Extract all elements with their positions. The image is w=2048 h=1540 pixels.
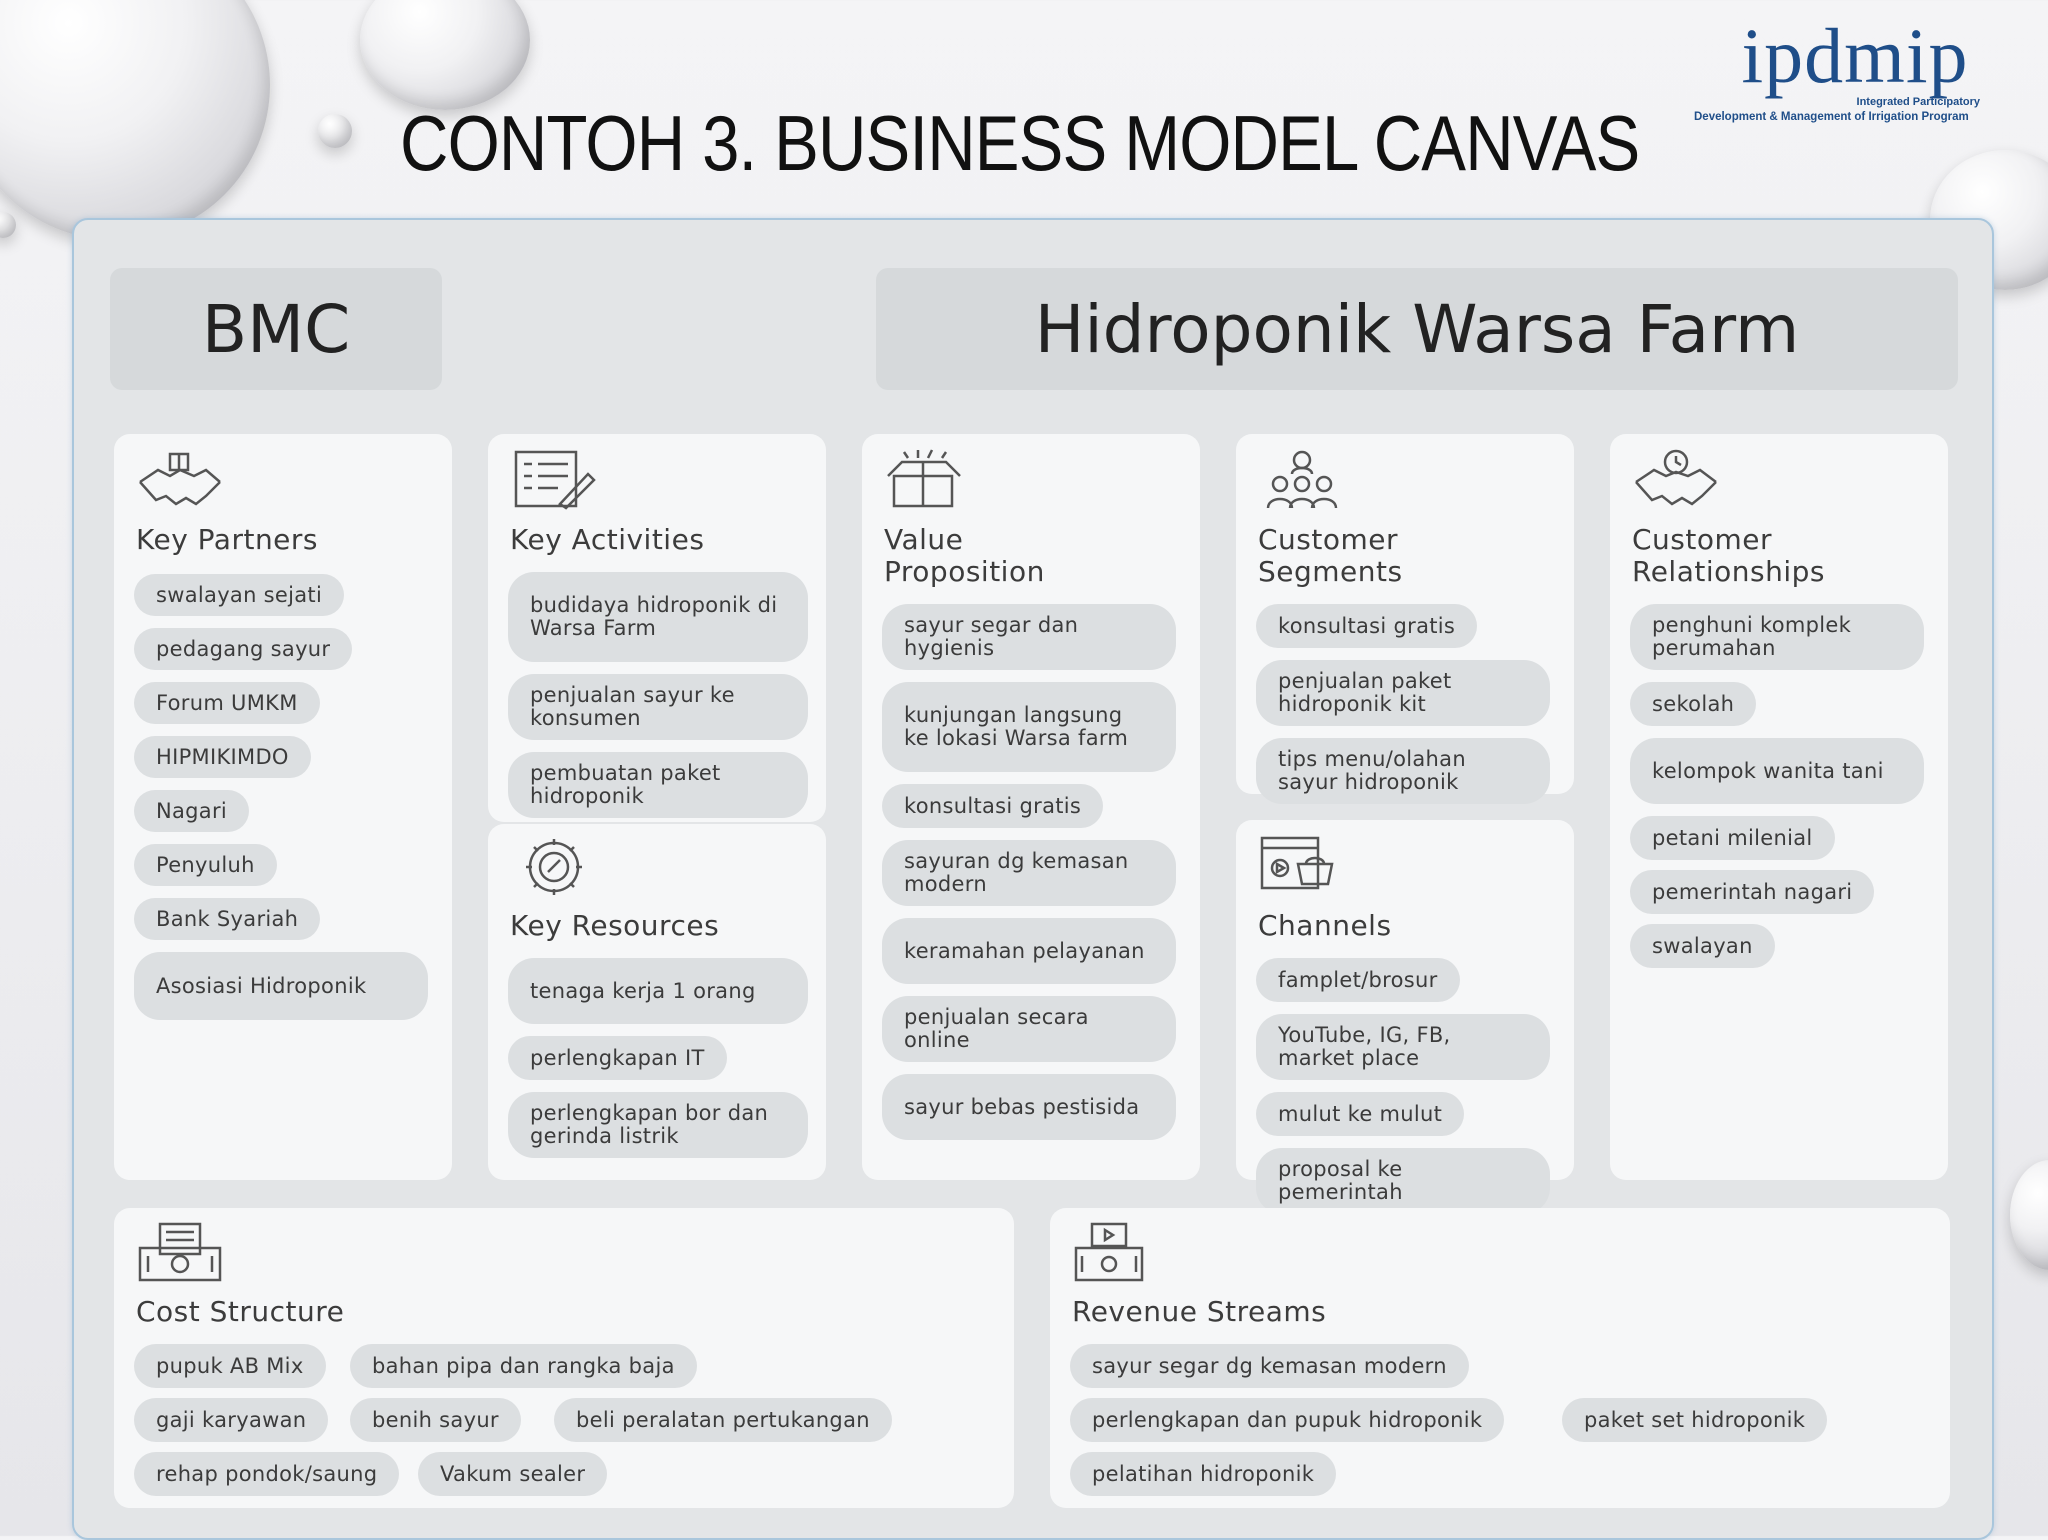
logo-tagline-2: Development & Management of Irrigation P… bbox=[1694, 111, 1969, 123]
business-model-canvas: BMC Hidroponik Warsa Farm Key Partners s… bbox=[72, 218, 1994, 1540]
cost-structure-title: Cost Structure bbox=[136, 1295, 345, 1328]
cost-structure-block: Cost Structure pupuk AB Mix bahan pipa d… bbox=[114, 1208, 1014, 1508]
channel-item: YouTube, IG, FB, market place bbox=[1256, 1014, 1550, 1080]
key-partner-item: swalayan sejati bbox=[134, 574, 345, 616]
key-resources-title: Key Resources bbox=[510, 909, 720, 942]
value-proposition-item: konsultasi gratis bbox=[882, 784, 1104, 828]
people-icon bbox=[1258, 448, 1346, 510]
value-proposition-block: Value Proposition sayur segar dan hygien… bbox=[862, 434, 1200, 1180]
key-partner-item: Nagari bbox=[134, 790, 250, 832]
logo-wordmark: ipdmip bbox=[1741, 12, 1969, 99]
key-partner-item: Forum UMKM bbox=[134, 682, 320, 724]
business-name: Hidroponik Warsa Farm bbox=[876, 268, 1958, 390]
cash-register-icon bbox=[1072, 1222, 1160, 1284]
key-resources-block: Key Resources tenaga kerja 1 orang perle… bbox=[488, 824, 826, 1180]
customer-relationship-item: swalayan bbox=[1630, 924, 1775, 968]
cost-item: Vakum sealer bbox=[418, 1452, 608, 1496]
logo-tagline-1: Integrated Participatory bbox=[1856, 96, 1980, 108]
ipdmip-logo: ipdmip Integrated Participatory Developm… bbox=[1690, 14, 2020, 124]
gift-box-icon bbox=[884, 448, 972, 510]
cost-item: rehap pondok/saung bbox=[134, 1452, 400, 1496]
gear-icon bbox=[510, 836, 598, 898]
customer-segment-item: tips menu/olahan sayur hidroponik bbox=[1256, 738, 1550, 804]
value-proposition-item: keramahan pelayanan bbox=[882, 918, 1176, 984]
bmc-label: BMC bbox=[110, 268, 442, 390]
revenue-item: pelatihan hidroponik bbox=[1070, 1452, 1337, 1496]
key-partners-title: Key Partners bbox=[136, 523, 319, 556]
revenue-streams-title: Revenue Streams bbox=[1072, 1295, 1327, 1328]
value-proposition-item: sayur segar dan hygienis bbox=[882, 604, 1176, 670]
key-activities-block: Key Activities budidaya hidroponik di Wa… bbox=[488, 434, 826, 822]
water-drop-decoration bbox=[0, 212, 16, 238]
cost-item: beli peralatan pertukangan bbox=[554, 1398, 892, 1442]
handshake-icon bbox=[136, 452, 224, 514]
checklist-icon bbox=[510, 448, 598, 510]
key-partner-item: Asosiasi Hidroponik bbox=[134, 952, 428, 1020]
customer-segment-item: konsultasi gratis bbox=[1256, 604, 1478, 648]
water-drop-decoration bbox=[318, 114, 352, 148]
customer-relationship-item: sekolah bbox=[1630, 682, 1757, 726]
key-activities-title: Key Activities bbox=[510, 523, 705, 556]
cost-item: bahan pipa dan rangka baja bbox=[350, 1344, 697, 1388]
key-partner-item: Bank Syariah bbox=[134, 898, 321, 940]
key-activity-item: budidaya hidroponik di Warsa Farm bbox=[508, 572, 808, 662]
customer-relationship-item: pemerintah nagari bbox=[1630, 870, 1875, 914]
value-proposition-item: sayuran dg kemasan modern bbox=[882, 840, 1176, 906]
revenue-item: sayur segar dg kemasan modern bbox=[1070, 1344, 1469, 1388]
value-proposition-item: kunjungan langsung ke lokasi Warsa farm bbox=[882, 682, 1176, 772]
invoice-money-icon bbox=[136, 1222, 224, 1284]
water-drop-decoration bbox=[2010, 1160, 2048, 1270]
cost-item: pupuk AB Mix bbox=[134, 1344, 326, 1388]
key-partner-item: HIPMIKIMDO bbox=[134, 736, 311, 778]
value-proposition-item: sayur bebas pestisida bbox=[882, 1074, 1176, 1140]
channel-item: mulut ke mulut bbox=[1256, 1092, 1465, 1136]
customer-segments-title: Customer Segments bbox=[1258, 523, 1403, 588]
customer-relationship-item: penghuni komplek perumahan bbox=[1630, 604, 1924, 670]
key-resource-item: perlengkapan bor dan gerinda listrik bbox=[508, 1092, 808, 1158]
cost-item: benih sayur bbox=[350, 1398, 521, 1442]
value-proposition-title: Value Proposition bbox=[884, 523, 1045, 588]
key-partner-item: pedagang sayur bbox=[134, 628, 353, 670]
media-store-icon bbox=[1258, 834, 1346, 896]
customer-segments-block: Customer Segments konsultasi gratis penj… bbox=[1236, 434, 1574, 804]
value-proposition-item: penjualan secara online bbox=[882, 996, 1176, 1062]
customer-relationship-item: kelompok wanita tani bbox=[1630, 738, 1924, 804]
revenue-streams-block: Revenue Streams sayur segar dg kemasan m… bbox=[1050, 1208, 1950, 1508]
slide-title: CONTOH 3. BUSINESS MODEL CANVAS bbox=[400, 99, 1640, 187]
key-resource-item: perlengkapan IT bbox=[508, 1036, 727, 1080]
revenue-item: paket set hidroponik bbox=[1562, 1398, 1828, 1442]
key-activity-item: penjualan sayur ke konsumen bbox=[508, 674, 808, 740]
customer-relationships-title: Customer Relationships bbox=[1632, 523, 1825, 588]
key-activity-item: pembuatan paket hidroponik bbox=[508, 752, 808, 818]
revenue-item: perlengkapan dan pupuk hidroponik bbox=[1070, 1398, 1505, 1442]
customer-relationship-item: petani milenial bbox=[1630, 816, 1835, 860]
channels-block: Channels famplet/brosur YouTube, IG, FB,… bbox=[1236, 820, 1574, 1214]
channel-item: proposal ke pemerintah bbox=[1256, 1148, 1550, 1214]
handshake-clock-icon bbox=[1632, 448, 1720, 510]
water-drop-decoration bbox=[360, 0, 530, 110]
key-partners-block: Key Partners swalayan sejati pedagang sa… bbox=[114, 434, 452, 1180]
cost-item: gaji karyawan bbox=[134, 1398, 329, 1442]
channel-item: famplet/brosur bbox=[1256, 958, 1460, 1002]
channels-title: Channels bbox=[1258, 909, 1392, 942]
customer-segment-item: penjualan paket hidroponik kit bbox=[1256, 660, 1550, 726]
water-drop-decoration bbox=[0, 0, 270, 240]
key-partner-item: Penyuluh bbox=[134, 844, 277, 886]
key-resource-item: tenaga kerja 1 orang bbox=[508, 958, 808, 1024]
customer-relationships-block: Customer Relationships penghuni komplek … bbox=[1610, 434, 1948, 1180]
